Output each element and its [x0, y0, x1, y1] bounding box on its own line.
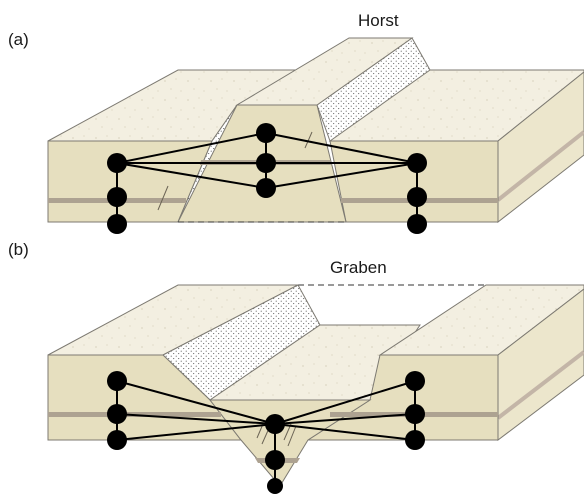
graben-node [265, 450, 285, 470]
graben-node [107, 371, 127, 391]
graben-node [265, 414, 285, 434]
graben-network-nodes [107, 371, 425, 494]
horst-network-nodes [107, 123, 427, 234]
horst-node [256, 178, 276, 198]
graben-node [405, 404, 425, 424]
horst-node [407, 153, 427, 173]
panel-b-label: (b) [8, 240, 29, 259]
horst-node [256, 153, 276, 173]
graben-node [107, 404, 127, 424]
panel-a-label: (a) [8, 30, 29, 49]
horst-node [107, 153, 127, 173]
horst-node [107, 214, 127, 234]
horst-node [107, 187, 127, 207]
graben-title: Graben [330, 258, 387, 277]
horst-node [256, 123, 276, 143]
graben-node [267, 478, 283, 494]
graben-node [405, 430, 425, 450]
horst-block-diagram [47, 37, 584, 234]
graben-node [107, 430, 127, 450]
horst-node [407, 187, 427, 207]
horst-right-block-front [329, 140, 499, 223]
graben-block-diagram [47, 284, 584, 494]
horst-title: Horst [358, 11, 399, 30]
horst-node [407, 214, 427, 234]
graben-node [405, 371, 425, 391]
graben-network-edges [116, 380, 416, 487]
